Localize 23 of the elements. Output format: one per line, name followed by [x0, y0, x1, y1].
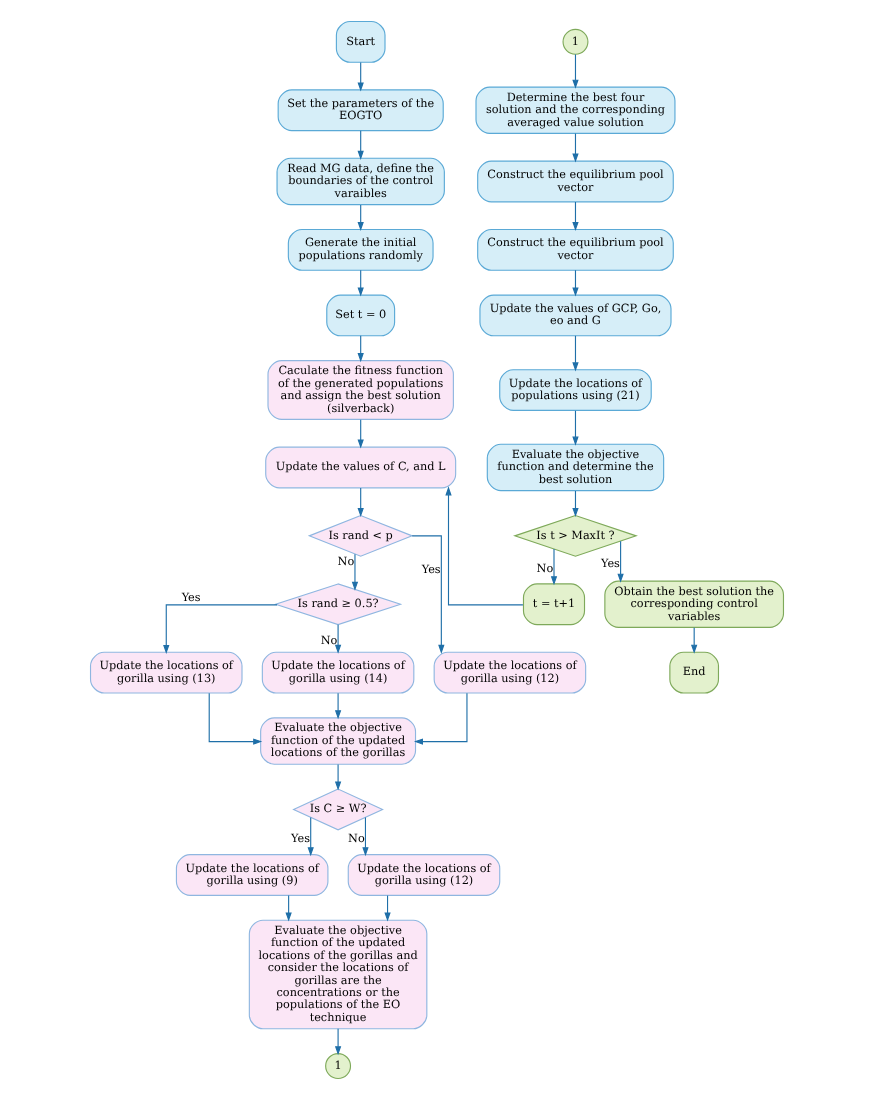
arrow — [571, 201, 578, 232]
arrow — [571, 335, 578, 372]
arrow — [306, 816, 313, 857]
arrow — [616, 540, 623, 583]
arrow — [356, 130, 363, 160]
arrow — [571, 133, 578, 163]
arrow — [549, 548, 557, 586]
arrow — [333, 1028, 341, 1056]
arrow — [444, 486, 523, 606]
arrow — [356, 61, 363, 92]
arrow — [571, 410, 578, 446]
arrow — [333, 692, 341, 720]
arrow — [207, 692, 262, 745]
arrow — [571, 53, 578, 89]
arrow — [162, 604, 277, 654]
arrow — [333, 624, 341, 654]
arrow — [333, 764, 341, 791]
arrow — [356, 419, 363, 449]
arrow — [412, 692, 467, 745]
arrow — [361, 816, 368, 857]
arrow — [356, 487, 363, 518]
arrow — [350, 553, 358, 591]
arrow — [410, 535, 444, 654]
